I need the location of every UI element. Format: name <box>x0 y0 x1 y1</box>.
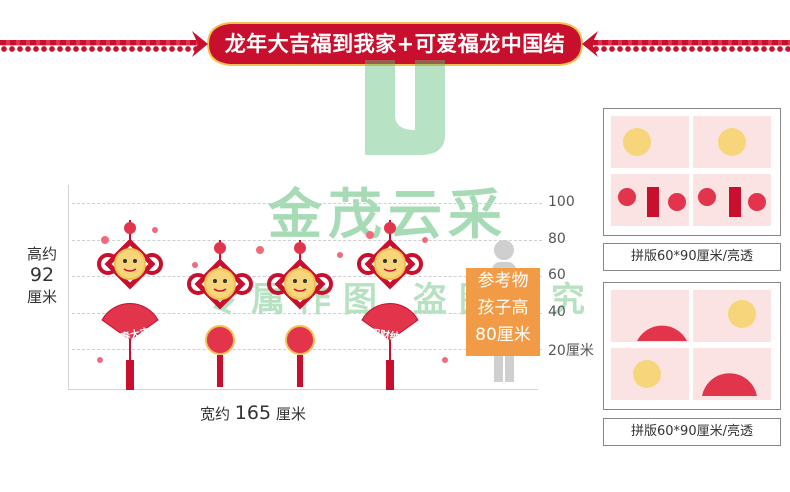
tick-label: 80 <box>548 231 566 247</box>
panel-caption-1: 拼版60*90厘米/亮透 <box>603 243 781 271</box>
height-unit: 厘米 <box>26 288 57 306</box>
ornament-knot-3 <box>269 240 331 387</box>
height-prefix: 高约 <box>26 245 57 263</box>
tick-label: 60 <box>548 267 566 283</box>
ornament-knot-4 <box>359 220 421 390</box>
width-bracket <box>68 389 538 390</box>
layout-panel-1 <box>603 108 781 236</box>
blossom-decoration <box>97 227 448 363</box>
layout-panel-2 <box>603 282 781 410</box>
reference-line-2: 孩子高 <box>477 298 529 318</box>
width-unit: 厘米 <box>275 405 306 423</box>
sticker-sheet-1-image <box>607 112 775 230</box>
title-banner: 龙年大吉福到我家+可爱福龙中国结 <box>190 17 600 71</box>
page-title: 龙年大吉福到我家+可爱福龙中国结 <box>224 32 566 56</box>
reference-line-1: 参考物 <box>477 271 529 291</box>
fringe-right-dots <box>592 46 790 52</box>
fringe-right <box>592 40 790 46</box>
width-label: 宽约 165 厘米 <box>200 402 306 424</box>
banner-shape <box>192 22 598 66</box>
reference-line-3: 80厘米 <box>475 325 531 345</box>
height-label: 高约 92 厘米 <box>20 243 64 307</box>
width-value: 165 <box>234 402 272 424</box>
tick-label: 100 <box>548 194 575 210</box>
grid-line-80 <box>72 240 542 241</box>
fringe-left <box>0 40 200 46</box>
grid-line-100 <box>72 203 542 204</box>
ornament-knot-1 <box>99 220 161 390</box>
height-value: 92 <box>29 264 55 286</box>
grid-line-40 <box>72 313 542 314</box>
watermark-brand: 金茂云采 <box>268 183 508 246</box>
ornament-knot-2 <box>189 240 251 387</box>
ornament-group <box>85 210 448 390</box>
watermark-logo-icon <box>365 60 445 155</box>
tick-label: 20厘米 <box>548 343 594 359</box>
panel-caption-2: 拼版60*90厘米/亮透 <box>603 418 781 446</box>
reference-box: 参考物 孩子高 80厘米 <box>466 268 540 356</box>
tick-label: 40 <box>548 304 566 320</box>
width-prefix: 宽约 <box>200 405 231 423</box>
sticker-sheet-2-image <box>607 286 775 404</box>
fringe-left-dots <box>0 46 200 52</box>
height-bracket <box>68 185 69 390</box>
